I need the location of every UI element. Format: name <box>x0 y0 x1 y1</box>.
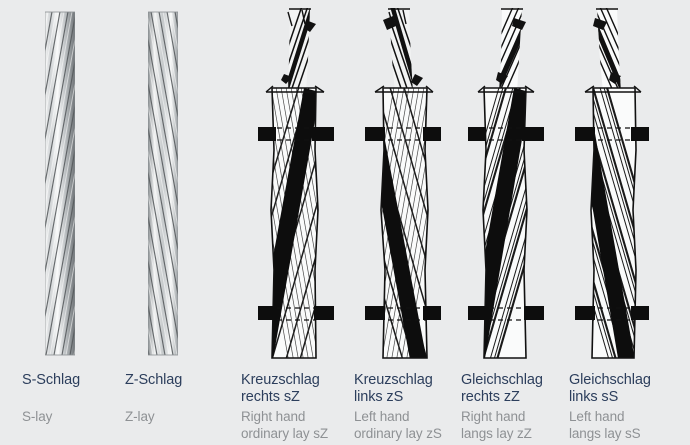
caption-ordinary-lay-zs: Kreuzschlag links zS Left hand ordinary … <box>354 372 459 442</box>
rope-column-ordinary-lay-sz <box>258 0 336 365</box>
caption-de-ordinary-lay-zs: Kreuzschlag links zS <box>354 372 433 405</box>
caption-en-langs-lay-ss: Left hand langs lay sS <box>569 409 641 441</box>
rope-illustration-ordinary-lay-zs <box>365 8 441 359</box>
caption-de-z-lay: Z-Schlag <box>125 372 183 388</box>
rope-illustration-langs-lay-ss <box>575 8 649 359</box>
caption-en-z-lay: Z-lay <box>125 409 155 424</box>
rope-column-langs-lay-ss <box>573 0 651 365</box>
caption-en-ordinary-lay-sz: Right hand ordinary lay sZ <box>241 409 329 441</box>
caption-de-langs-lay-ss: Gleichschlag links sS <box>569 372 651 405</box>
rope-column-s-lay <box>45 0 75 365</box>
caption-en-ordinary-lay-zs: Left hand ordinary lay zS <box>354 409 442 441</box>
rope-illustration-z-lay <box>148 11 178 356</box>
caption-z-lay: Z-Schlag Z-lay <box>125 372 220 426</box>
rope-column-ordinary-lay-zs <box>363 0 441 365</box>
rope-illustration-ordinary-lay-sz <box>258 8 334 359</box>
caption-langs-lay-zz: Gleichschlag rechts zZ Right hand langs … <box>461 372 569 442</box>
caption-de-s-lay: S-Schlag <box>22 372 81 388</box>
caption-langs-lay-ss: Gleichschlag links sS Left hand langs la… <box>569 372 681 442</box>
caption-en-s-lay: S-lay <box>22 409 53 424</box>
rope-illustration-langs-lay-zz <box>468 8 544 359</box>
caption-s-lay: S-Schlag S-lay <box>22 372 117 426</box>
rope-illustration-s-lay <box>45 11 75 356</box>
caption-de-langs-lay-zz: Gleichschlag rechts zZ <box>461 372 543 405</box>
caption-de-ordinary-lay-sz: Kreuzschlag rechts sZ <box>241 372 320 405</box>
caption-ordinary-lay-sz: Kreuzschlag rechts sZ Right hand ordinar… <box>241 372 346 442</box>
rope-column-langs-lay-zz <box>468 0 546 365</box>
rope-column-z-lay <box>148 0 178 365</box>
caption-en-langs-lay-zz: Right hand langs lay zZ <box>461 409 532 441</box>
